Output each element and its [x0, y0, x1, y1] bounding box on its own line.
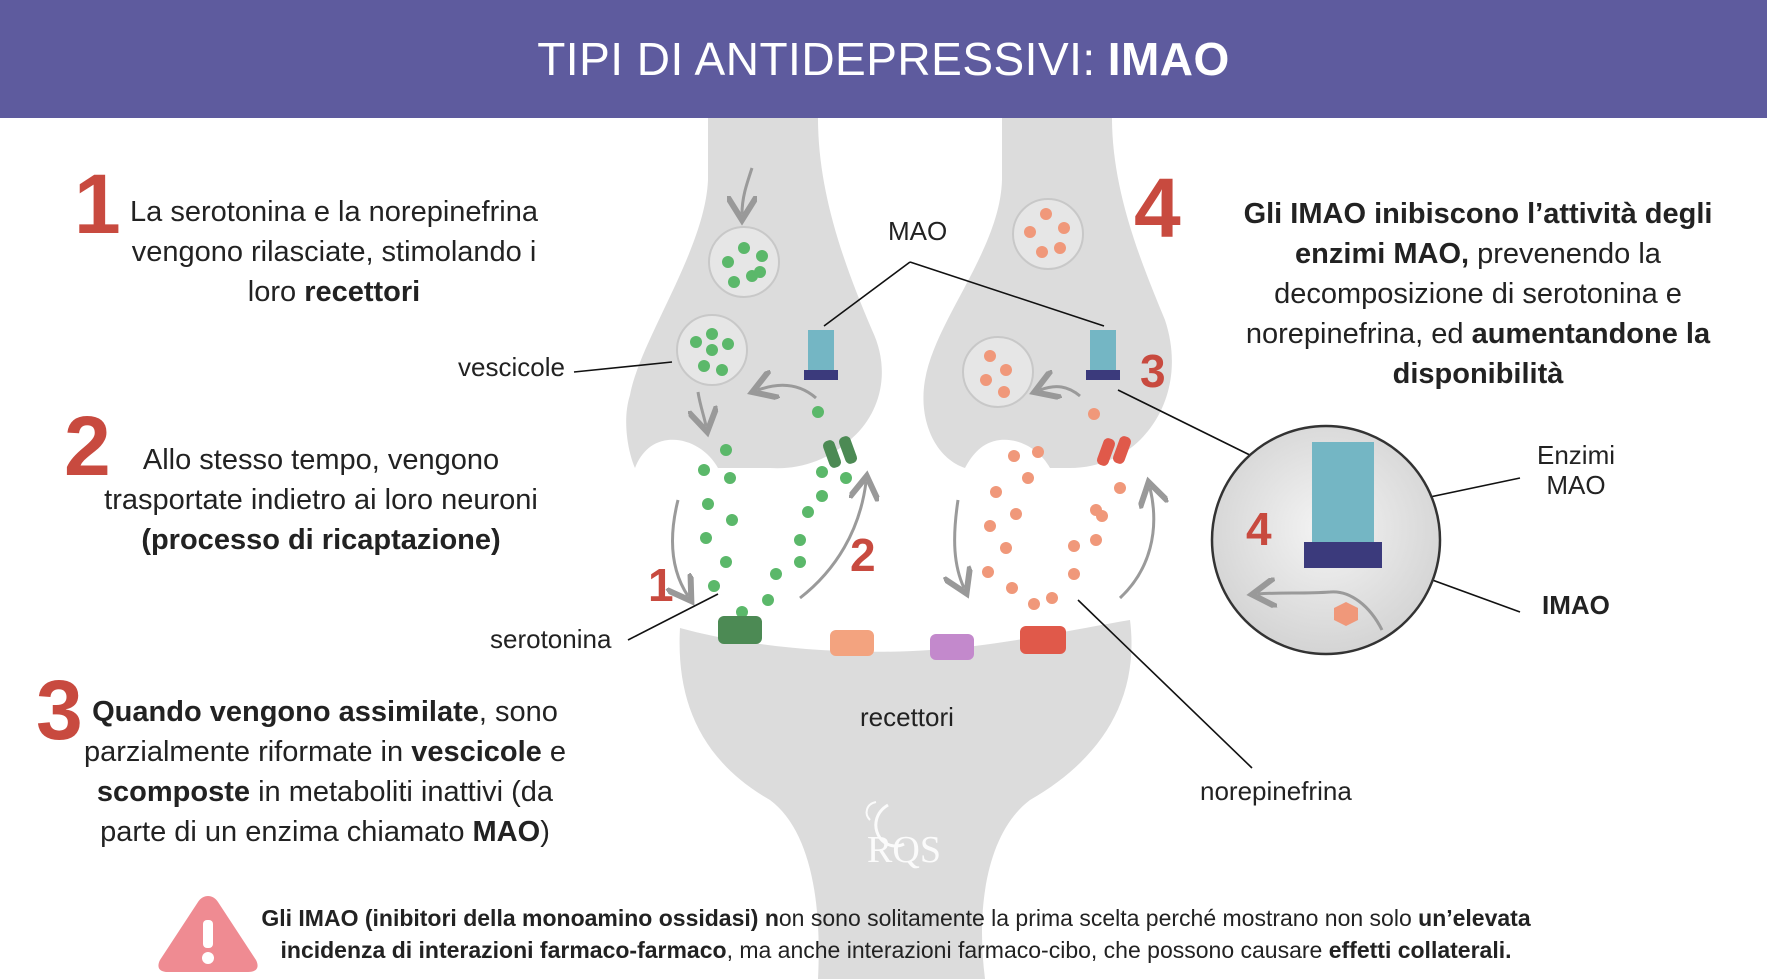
diagram-number-2: 2 — [850, 529, 876, 581]
mao-enzyme-zoomed — [1312, 442, 1374, 542]
footer-warning: Gli IMAO (inibitori della monoamino ossi… — [160, 898, 1610, 970]
mao-enzyme-left — [808, 330, 834, 370]
arrow-release-top — [742, 167, 752, 214]
step-2-number: 2 — [64, 399, 111, 493]
label-imao: IMAO — [1542, 590, 1610, 620]
diagram-number-1: 1 — [648, 559, 674, 611]
label-serotonina: serotonina — [490, 624, 612, 654]
arrow-to-vesicle-left — [758, 385, 817, 398]
line-zoom — [1117, 389, 1265, 463]
warning-icon — [158, 896, 258, 972]
norepinephrine-molecules — [982, 408, 1126, 610]
norepinephrine-zoomed — [1334, 602, 1358, 626]
arrow-to-vesicle-right — [1040, 387, 1081, 396]
arrow-zoomed — [1258, 592, 1384, 631]
receptor-purple — [930, 634, 974, 660]
line-mao-left — [823, 261, 911, 327]
step-2-text: Allo stesso tempo, vengono trasportate i… — [104, 444, 538, 556]
imao-block-right — [1086, 370, 1120, 380]
page-title: TIPI DI ANTIDEPRESSIVI: — [537, 33, 1096, 85]
receptor-green — [718, 616, 762, 644]
mao-enzyme-right — [1090, 330, 1116, 370]
step-1-text: La serotonina e la norepinefrina vengono… — [130, 196, 538, 308]
arrow-release-left — [673, 499, 688, 596]
label-vescicole: vescicole — [458, 352, 565, 382]
line-mao-right — [909, 261, 1105, 327]
transporter-left — [822, 436, 858, 468]
page-header: TIPI DI ANTIDEPRESSIVI: IMAO — [0, 0, 1767, 118]
line-norepinefrina — [1077, 599, 1253, 769]
imao-block-zoomed — [1304, 542, 1382, 568]
line-vescicole — [573, 361, 673, 373]
vesicle-right-top — [1012, 198, 1084, 270]
arrow-reuptake-right — [1118, 488, 1154, 600]
diagram-number-4: 4 — [1246, 503, 1272, 555]
arrow-vesicle-down — [698, 391, 706, 426]
serotonin-in-vesicles — [690, 242, 768, 376]
serotonin-molecules — [698, 406, 852, 618]
arrow-reuptake-left — [799, 482, 866, 600]
line-serotonina — [627, 593, 719, 641]
transporter-right — [1096, 436, 1132, 466]
postsynaptic-neuron — [679, 620, 1132, 979]
norepinephrine-in-vesicles — [980, 208, 1070, 398]
receptor-orange — [830, 630, 874, 656]
rqs-logo: RQS — [865, 801, 941, 871]
imao-block-left — [804, 370, 838, 380]
svg-text:RQS: RQS — [867, 829, 941, 871]
vesicle-right-bottom — [962, 336, 1034, 408]
step-1-number: 1 — [74, 157, 121, 251]
step-4-text: Gli IMAO inibiscono l’attività degli enz… — [1243, 198, 1713, 390]
arrow-release-right — [955, 499, 964, 588]
step-3-text: Quando vengono assimilate, sono parzialm… — [84, 696, 566, 848]
receptor-red — [1020, 626, 1066, 654]
step-4-number: 4 — [1134, 161, 1181, 255]
label-mao: MAO — [888, 216, 948, 246]
label-enzimi-mao: Enzimi MAO — [1536, 440, 1615, 500]
vesicle-left-top — [708, 226, 780, 298]
label-norepinefrina: norepinefrina — [1200, 776, 1352, 806]
page-title-bold: IMAO — [1107, 33, 1230, 85]
footer-text: Gli IMAO (inibitori della monoamino ossi… — [261, 905, 1531, 963]
step-3-number: 3 — [36, 663, 83, 757]
diagram-number-3: 3 — [1140, 345, 1166, 397]
label-recettori: recettori — [860, 702, 954, 732]
